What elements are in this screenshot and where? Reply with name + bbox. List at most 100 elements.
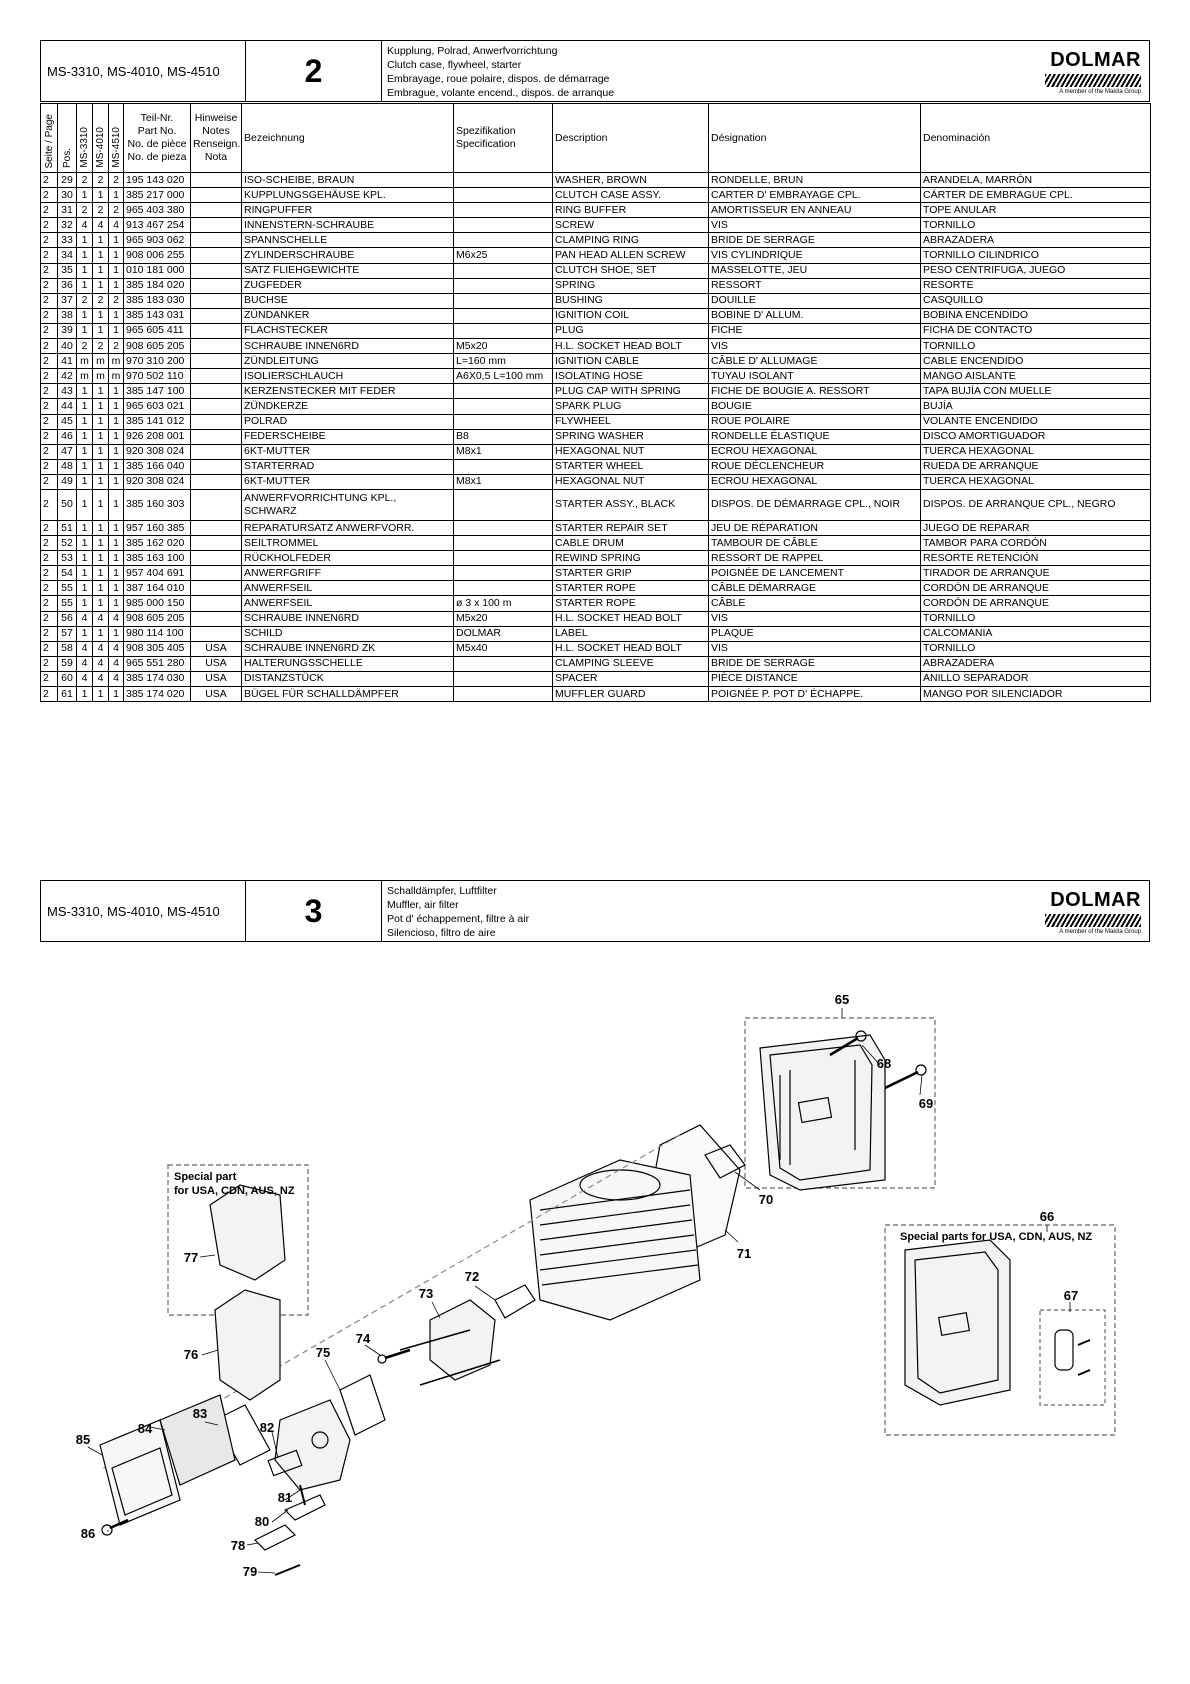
table-cell xyxy=(453,202,553,219)
table-cell: BOBINA ENCENDIDO xyxy=(920,307,1151,324)
table-cell xyxy=(190,307,242,324)
table-cell: CÁRTER DE EMBRAGUE CPL. xyxy=(920,187,1151,204)
table-cell: 1 xyxy=(76,443,93,460)
table-cell xyxy=(190,277,242,294)
table-cell: 1 xyxy=(76,413,93,430)
table-cell: 985 000 150 xyxy=(123,595,191,612)
table-cell xyxy=(453,565,553,582)
callout-73: 73 xyxy=(419,1286,433,1301)
table-cell: SPACER xyxy=(552,670,709,688)
table-cell: 908 605 205 xyxy=(123,338,191,355)
table-cell: L=160 mm xyxy=(453,353,553,370)
table-cell: REPARATURSATZ ANWERFVORR. xyxy=(241,519,454,537)
table-cell: PLUG CAP WITH SPRING xyxy=(552,383,709,400)
callout-72: 72 xyxy=(465,1269,479,1284)
table-cell: H.L. SOCKET HEAD BOLT xyxy=(552,338,709,355)
table-cell: 385 147 100 xyxy=(123,383,191,400)
table-cell xyxy=(190,428,242,445)
table-cell: CABLE ENCENDIDO xyxy=(920,353,1151,370)
table-cell: 36 xyxy=(57,277,77,294)
table-cell xyxy=(190,262,242,279)
table-cell: 4 xyxy=(108,217,124,234)
table-cell: 920 308 024 xyxy=(123,473,191,490)
table-cell: 1 xyxy=(76,277,93,294)
table-cell: 4 xyxy=(108,610,124,627)
section-titles: Schalldämpfer, Luftfilter Muffler, air f… xyxy=(387,884,529,940)
models-label: MS-3310, MS-4010, MS-4510 xyxy=(41,881,246,941)
table-cell: FICHE xyxy=(708,322,921,340)
title-fr: Embrayage, roue polaire, dispos. de déma… xyxy=(387,73,610,85)
table-cell: 970 310 200 xyxy=(123,353,191,370)
screw-icon xyxy=(299,1484,306,1506)
table-cell: B8 xyxy=(453,428,553,445)
table-cell: VIS xyxy=(708,610,921,627)
table-cell: 1 xyxy=(76,685,93,703)
table-cell: 1 xyxy=(108,565,124,582)
air-filter-icon xyxy=(159,1394,236,1486)
table-cell: AMORTISSEUR EN ANNEAU xyxy=(708,202,921,219)
table-cell: m xyxy=(76,353,93,370)
table-cell: M6x25 xyxy=(453,247,553,264)
table-cell: 55 xyxy=(57,595,77,612)
table-cell: 4 xyxy=(108,655,124,672)
table-cell: 2 xyxy=(40,595,58,612)
gasket-icon xyxy=(704,1144,746,1179)
table-cell: 2 xyxy=(40,247,58,264)
table-cell xyxy=(190,535,242,552)
table-cell: 1 xyxy=(76,262,93,279)
callout-75: 75 xyxy=(316,1345,330,1360)
table-cell: 920 308 024 xyxy=(123,443,191,460)
bolt-head-icon xyxy=(855,1030,867,1042)
table-cell: 385 174 030 xyxy=(123,670,191,688)
table-cell: ARANDELA, MARRÓN xyxy=(920,171,1151,189)
table-cell: 1 xyxy=(76,232,93,249)
gasket-icon xyxy=(494,1284,536,1319)
table-cell: 1 xyxy=(108,322,124,340)
brand-stripes-icon xyxy=(1045,914,1141,927)
table-cell: USA xyxy=(190,640,242,657)
table-cell: CORDÓN DE ARRANQUE xyxy=(920,595,1151,612)
table-cell: CABLE DRUM xyxy=(552,535,709,552)
spring-clip-icon xyxy=(274,1564,301,1576)
table-cell: 4 xyxy=(76,655,93,672)
table-cell: STARTERRAD xyxy=(241,458,454,475)
table-cell: 44 xyxy=(57,398,77,415)
table-cell: 1 xyxy=(76,519,93,537)
table-cell: 1 xyxy=(92,625,109,642)
table-cell xyxy=(190,458,242,475)
table-cell: SCHRAUBE INNEN6RD xyxy=(241,610,454,627)
brand-stripes-icon xyxy=(1045,74,1141,87)
table-cell: 37 xyxy=(57,292,77,309)
special-muffler-icon xyxy=(904,1239,1011,1406)
table-cell: TAMBOUR DE CÂBLE xyxy=(708,535,921,552)
table-cell: 2 xyxy=(40,565,58,582)
screw-icon xyxy=(384,1348,411,1360)
table-cell: 385 163 100 xyxy=(123,550,191,567)
table-cell: 46 xyxy=(57,428,77,445)
table-cell xyxy=(190,443,242,460)
table-cell: DISTANZSTÜCK xyxy=(241,670,454,688)
table-cell: ZYLINDERSCHRAUBE xyxy=(241,247,454,264)
table-cell: SEILTROMMEL xyxy=(241,535,454,552)
table-cell xyxy=(453,670,553,688)
table-cell: 4 xyxy=(76,217,93,234)
table-cell: VIS xyxy=(708,338,921,355)
table-cell: 2 xyxy=(40,580,58,597)
table-cell xyxy=(453,217,553,234)
table-cell xyxy=(190,398,242,415)
brand-subtitle: A member of the Makita Group xyxy=(1059,89,1141,95)
callout-71: 71 xyxy=(737,1246,751,1261)
table-cell: 2 xyxy=(40,383,58,400)
table-cell: FLACHSTECKER xyxy=(241,322,454,340)
table-cell: 47 xyxy=(57,443,77,460)
table-cell: 1 xyxy=(108,187,124,204)
table-cell xyxy=(453,307,553,324)
table-cell: ANWERFSEIL xyxy=(241,580,454,597)
